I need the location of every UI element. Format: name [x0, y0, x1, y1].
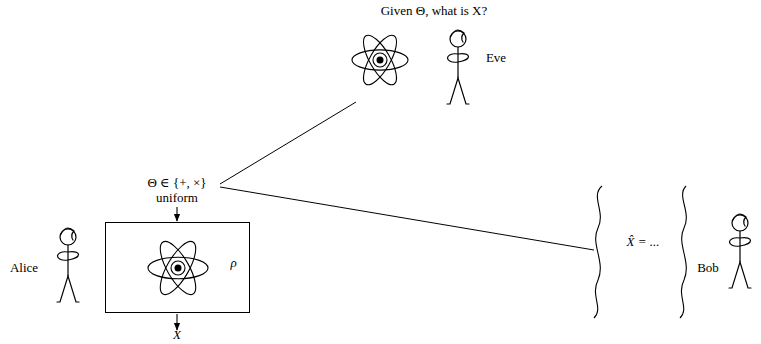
stick-figure	[447, 30, 469, 104]
leader-line	[220, 102, 356, 184]
paper-right-edge	[680, 186, 686, 318]
label: Alice	[10, 261, 38, 275]
figure-hair	[61, 228, 74, 240]
figure-legs	[447, 78, 469, 104]
atom-orbit	[148, 257, 208, 279]
atom-orbit	[352, 50, 408, 70]
label: uniform	[156, 191, 198, 205]
label: Eve	[486, 51, 506, 65]
figure-head	[60, 229, 76, 245]
node-text: X̂ = ...	[627, 235, 660, 249]
figure-arms	[730, 238, 751, 247]
figure-arms	[448, 54, 469, 63]
stick-figure	[729, 214, 751, 288]
atom-orbit	[357, 31, 402, 90]
atom-ring	[171, 261, 185, 275]
label: Bob	[697, 261, 719, 275]
figure-head	[450, 31, 466, 47]
atom-icon	[148, 237, 208, 300]
figure-head	[732, 215, 748, 231]
atom-ring	[373, 53, 387, 67]
figure-arms	[58, 252, 79, 261]
figure-hair	[733, 214, 746, 226]
atom-orbit	[357, 31, 402, 90]
figure-legs	[57, 276, 79, 302]
atom-nucleus	[377, 57, 384, 64]
label: Θ ∈ {+, ×}	[147, 176, 206, 190]
atom-icon	[352, 31, 408, 90]
atom-nucleus	[175, 265, 182, 272]
paper-sheet: X̂ = ...	[604, 188, 682, 316]
paper-left-edge	[594, 186, 602, 318]
stick-figure	[57, 228, 79, 302]
label: Given Θ, what is X?	[381, 4, 488, 18]
node-text: ρ	[230, 256, 236, 270]
system-box: ρ	[105, 222, 250, 313]
arrow	[176, 207, 177, 221]
leader-line	[220, 187, 594, 250]
figure-hair	[451, 30, 464, 42]
label: X	[173, 328, 181, 342]
atom-orbit	[154, 237, 203, 300]
atom-orbit	[154, 237, 203, 300]
figure-legs	[729, 262, 751, 288]
